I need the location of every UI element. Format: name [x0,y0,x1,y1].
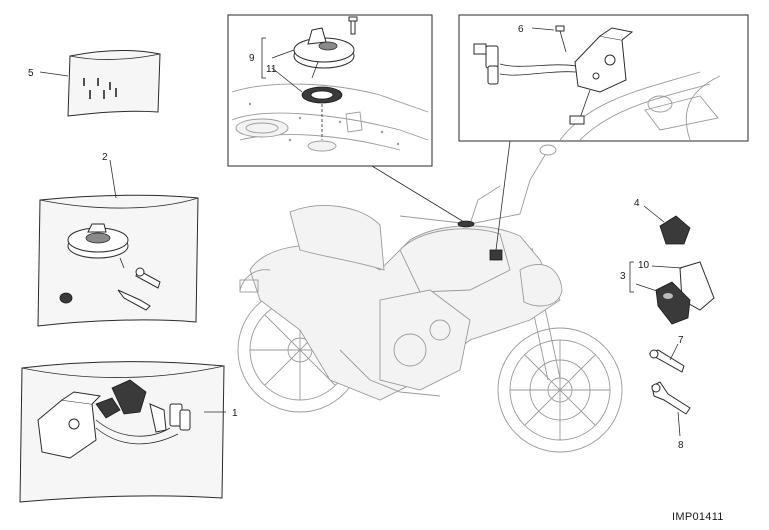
kit-card-5: 5 [28,49,161,117]
callout-1: 1 [232,408,238,419]
callout-11: 11 [266,64,277,75]
callout-3: 3 [620,271,626,282]
motorcycle-outline [237,144,623,453]
leader-fuel-cap [371,165,465,223]
part-8-key-blade: 8 [651,381,691,451]
callout-9: 9 [249,53,255,64]
callout-4: 4 [634,198,640,209]
callout-2: 2 [102,152,108,163]
callout-7: 7 [678,335,684,346]
part-3-keys: 3 10 [620,260,715,325]
callout-10: 10 [638,260,650,271]
leader-ignition [495,140,511,251]
drawing-code: IMP01411 [672,511,724,523]
ignition-switch-inset: 6 [458,14,749,142]
kit-card-2: 2 [37,152,199,327]
fuel-cap-inset: 9 11 [227,14,433,167]
callout-5: 5 [28,68,34,79]
part-4-cover: 4 [634,198,691,245]
callout-8: 8 [678,440,684,451]
callout-6: 6 [518,24,524,35]
kit-card-1: 1 [19,361,238,503]
part-7-key-blade: 7 [648,335,685,373]
